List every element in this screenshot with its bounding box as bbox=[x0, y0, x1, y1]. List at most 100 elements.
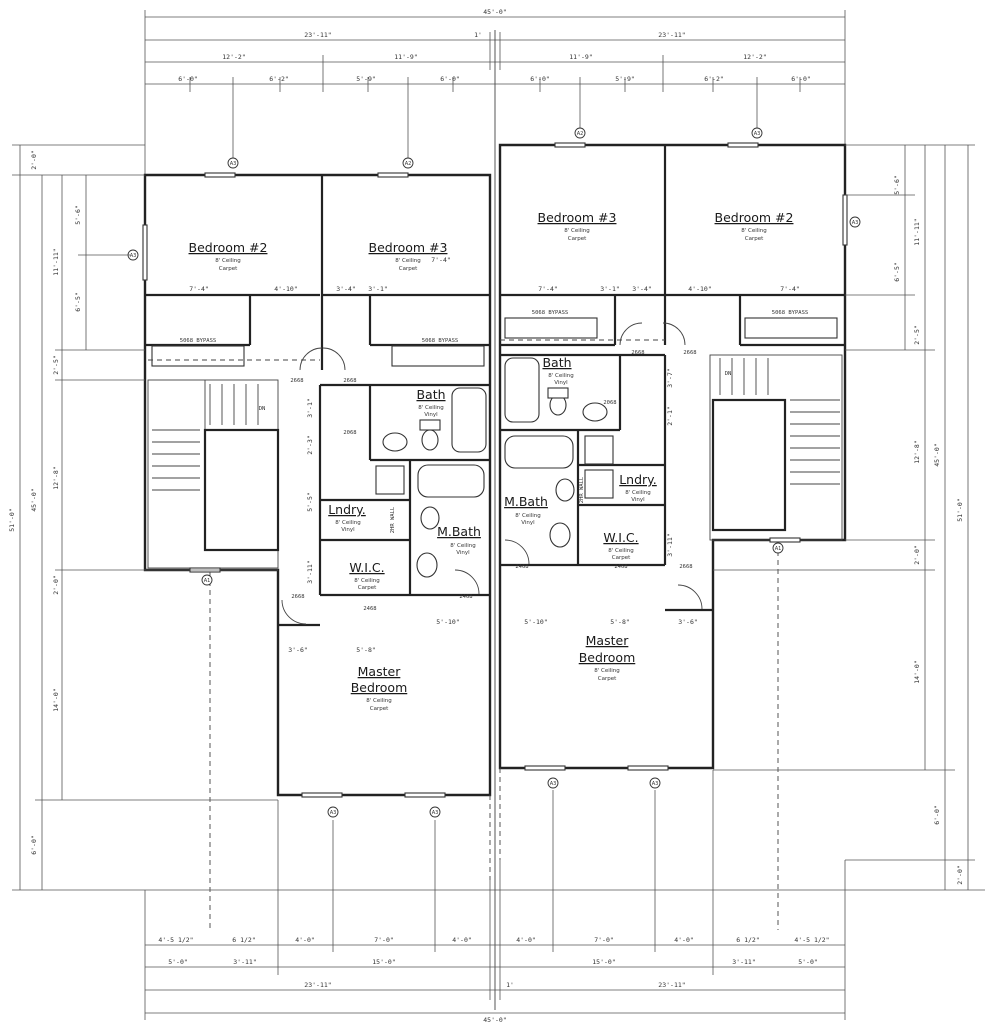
bypass-label: 5068 BYPASS bbox=[772, 310, 808, 316]
window-tag: A2 bbox=[402, 157, 414, 169]
dim-bottom-row1: 4'-0" bbox=[452, 936, 472, 944]
interior-dimensions: 7'-4" 4'-10" 3'-4" 3'-1" 7'-4" 3'-1" 2'-… bbox=[189, 256, 800, 654]
window-tag: A3 bbox=[429, 806, 441, 818]
svg-text:A3: A3 bbox=[652, 781, 659, 787]
room-floor: Carpet bbox=[370, 706, 389, 712]
dim-interior: 3'-4" bbox=[632, 285, 652, 293]
dim-top-row4: 6'-2" bbox=[269, 75, 289, 83]
dim-right: 2'-0" bbox=[956, 865, 964, 885]
dim-interior: 3'-11" bbox=[306, 560, 314, 583]
room-floor: Carpet bbox=[399, 266, 418, 272]
svg-text:A3: A3 bbox=[754, 131, 761, 137]
dim-right: 5'-6" bbox=[893, 175, 901, 195]
svg-text:A2: A2 bbox=[577, 131, 584, 137]
room-floor: Vinyl bbox=[456, 550, 470, 556]
dim-bottom-row1: 7'-0" bbox=[594, 936, 614, 944]
dim-left: 2'-0" bbox=[52, 575, 60, 595]
door-2668: 2668 bbox=[679, 564, 692, 570]
window-tag: A3 bbox=[751, 127, 763, 139]
wall-2hr-label: 2HR WALL bbox=[390, 506, 396, 533]
window-tag: A3 bbox=[547, 777, 559, 789]
room-master-right-line2: Bedroom bbox=[579, 650, 636, 665]
room-mbath-left: M.Bath bbox=[437, 524, 481, 539]
dim-bottom-row1: 7'-0" bbox=[374, 936, 394, 944]
door-2668: 2668 bbox=[683, 350, 696, 356]
room-master-left-line2: Bedroom bbox=[351, 680, 408, 695]
door-2468: 2468 bbox=[459, 594, 472, 600]
room-bath-right: Bath bbox=[542, 355, 571, 370]
room-ceiling: 8' Ceiling bbox=[741, 228, 767, 234]
dim-interior: 5'-8" bbox=[610, 618, 630, 626]
room-mbath-right: M.Bath bbox=[504, 494, 548, 509]
svg-text:A3: A3 bbox=[550, 781, 557, 787]
dim-interior: 4'-10" bbox=[688, 285, 711, 293]
dim-interior: 5'-10" bbox=[436, 618, 459, 626]
dim-bottom-half-right: 23'-11" bbox=[658, 981, 685, 989]
dim-top-row4: 6'-0" bbox=[440, 75, 460, 83]
dim-interior: 3'-6" bbox=[678, 618, 698, 626]
svg-text:A1: A1 bbox=[204, 578, 211, 584]
dim-interior: 3'-1" bbox=[306, 398, 314, 418]
door-labels: 5068 BYPASS 5068 BYPASS 5068 BYPASS 5068… bbox=[180, 310, 808, 612]
dim-top-gap: 1' bbox=[474, 31, 482, 39]
room-bedroom2-right: Bedroom #2 bbox=[715, 210, 794, 225]
room-ceiling: 8' Ceiling bbox=[395, 258, 421, 264]
room-ceiling: 8' Ceiling bbox=[366, 698, 392, 704]
bottom-dimensions: 4'-5 1/2" 6 1/2" 4'-0" 7'-0" 4'-0" 4'-0"… bbox=[144, 770, 846, 1024]
dim-interior: 2'-1" bbox=[666, 406, 674, 426]
window-tag: A2 bbox=[574, 127, 586, 139]
dim-right: 6'-0" bbox=[933, 805, 941, 825]
dim-interior: 3'-6" bbox=[288, 646, 308, 654]
window-tag: A1 bbox=[772, 542, 784, 554]
dim-top-row4: 6'-0" bbox=[178, 75, 198, 83]
dim-top-row4: 6'-0" bbox=[530, 75, 550, 83]
dim-left: 12'-8" bbox=[52, 466, 60, 489]
dim-bottom-row1: 4'-5 1/2" bbox=[794, 936, 829, 944]
room-floor: Vinyl bbox=[631, 497, 645, 503]
dim-interior: 3'-11" bbox=[666, 533, 674, 556]
room-bedroom3-left: Bedroom #3 bbox=[369, 240, 448, 255]
window-tag: A3 bbox=[849, 216, 861, 228]
svg-text:A2: A2 bbox=[405, 161, 412, 167]
room-floor: Carpet bbox=[358, 585, 377, 591]
room-ceiling: 8' Ceiling bbox=[335, 520, 361, 526]
door-2668: 2668 bbox=[291, 594, 304, 600]
dim-left: 45'-0" bbox=[30, 488, 38, 511]
svg-text:A3: A3 bbox=[432, 810, 439, 816]
room-master-right-line1: Master bbox=[586, 633, 630, 648]
dim-right: 2'-0" bbox=[913, 545, 921, 565]
dim-top-row4: 6'-0" bbox=[791, 75, 811, 83]
dim-bottom-row1: 6 1/2" bbox=[232, 936, 255, 944]
dim-bottom-gap: 1' bbox=[506, 981, 514, 989]
room-floor: Carpet bbox=[568, 236, 587, 242]
dim-bottom-row2: 3'-11" bbox=[732, 958, 755, 966]
dim-bottom-row1: 6 1/2" bbox=[736, 936, 759, 944]
window-tag: A1 bbox=[201, 574, 213, 586]
room-floor: Vinyl bbox=[521, 520, 535, 526]
top-dimensions: 45'-0" 23'-11" 1' 23'-11" 12'-2" 11'-9" … bbox=[144, 8, 846, 175]
room-ceiling: 8' Ceiling bbox=[450, 543, 476, 549]
window-tag: A3 bbox=[227, 157, 239, 169]
dim-left: 51'-0" bbox=[8, 508, 16, 531]
dim-interior: 7'-4" bbox=[431, 256, 451, 264]
room-ceiling: 8' Ceiling bbox=[515, 513, 541, 519]
room-labels: Bedroom #2 8' Ceiling Carpet Bedroom #3 … bbox=[189, 210, 794, 712]
room-ceiling: 8' Ceiling bbox=[215, 258, 241, 264]
dim-top-row3: 11'-9" bbox=[394, 53, 417, 61]
dim-interior: 5'-10" bbox=[524, 618, 547, 626]
bypass-label: 5068 BYPASS bbox=[422, 338, 458, 344]
room-floor: Carpet bbox=[219, 266, 238, 272]
room-floor: Vinyl bbox=[424, 412, 438, 418]
right-unit bbox=[498, 142, 848, 930]
room-ceiling: 8' Ceiling bbox=[594, 668, 620, 674]
dim-right: 11'-11" bbox=[913, 218, 921, 245]
room-floor: Carpet bbox=[612, 555, 631, 561]
room-ceiling: 8' Ceiling bbox=[625, 490, 651, 496]
dim-bottom-overall: 45'-0" bbox=[483, 1016, 506, 1024]
dim-bottom-row2: 15'-0" bbox=[592, 958, 615, 966]
dim-bottom-row1: 4'-0" bbox=[516, 936, 536, 944]
dim-left: 2'-0" bbox=[30, 150, 38, 170]
dim-top-row3: 12'-2" bbox=[743, 53, 766, 61]
dim-bottom-row1: 4'-0" bbox=[295, 936, 315, 944]
